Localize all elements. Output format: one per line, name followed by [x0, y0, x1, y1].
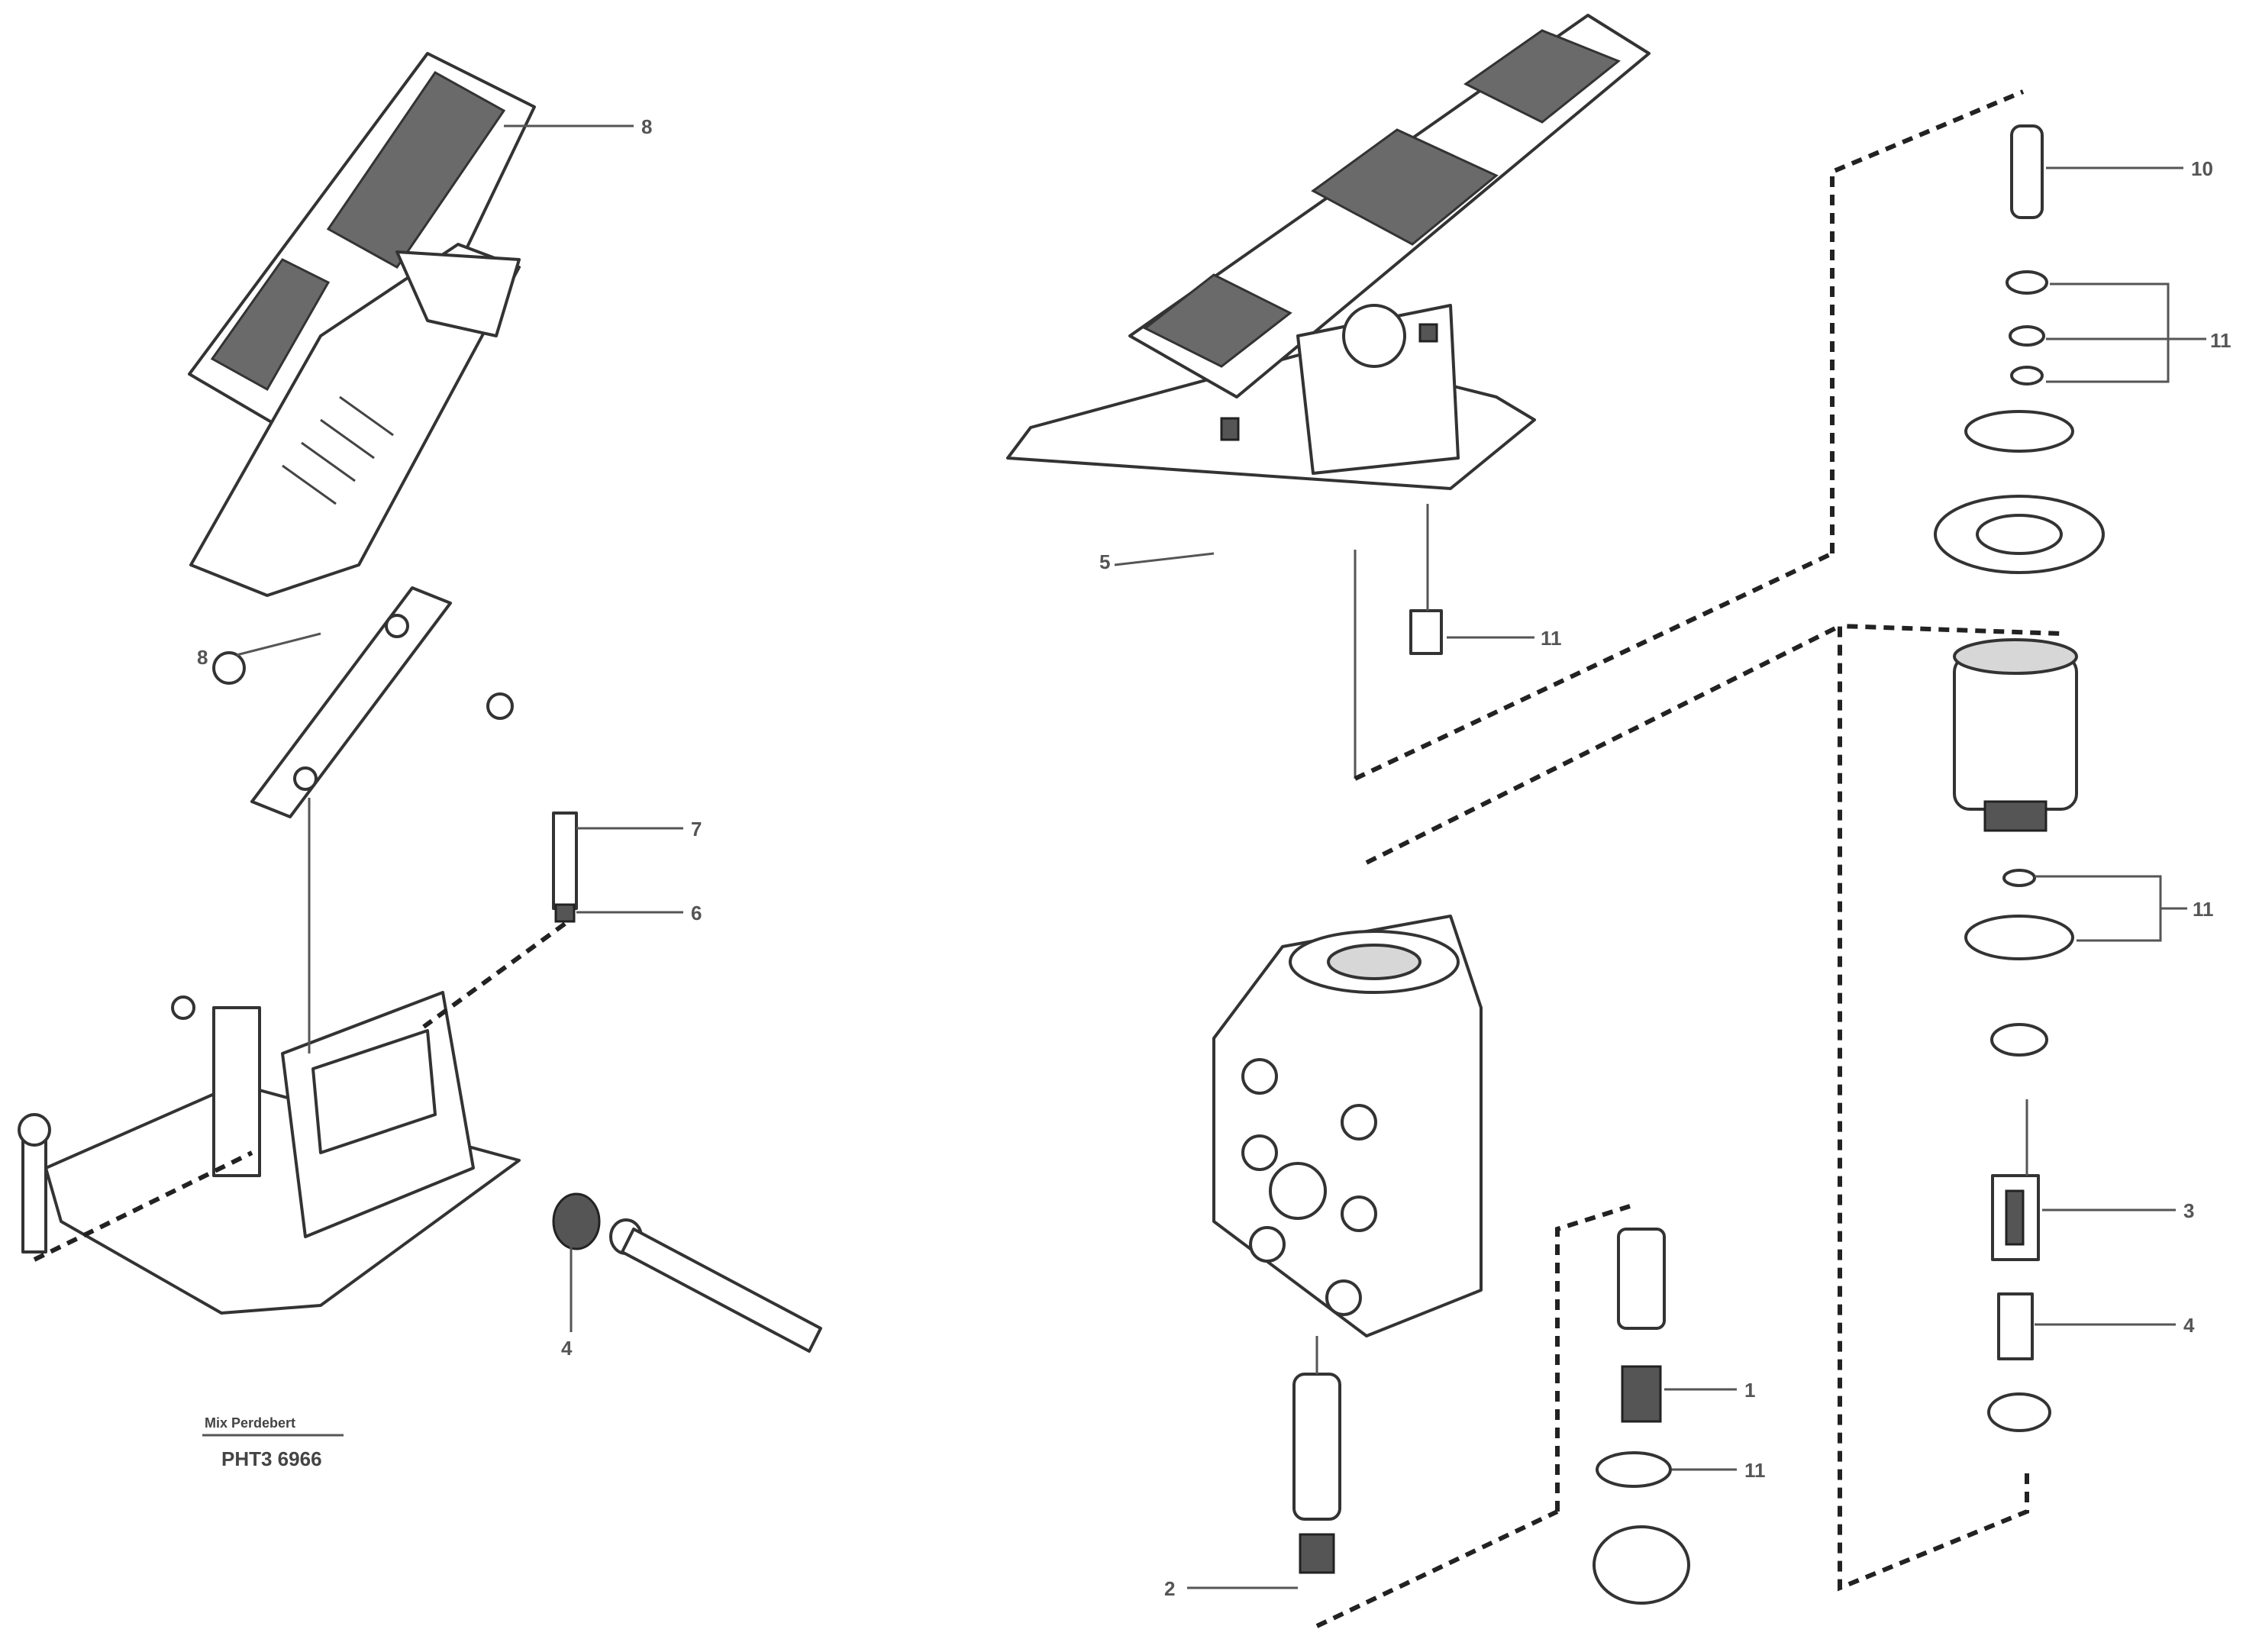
- right-pin-10: [2010, 124, 2044, 219]
- bottom-valve-block: [1212, 624, 1841, 1628]
- callout-bot-11: 11: [1744, 1459, 1766, 1482]
- left-long-bolt: [21, 1136, 47, 1254]
- left-pin-7: [552, 811, 578, 910]
- callout-mid-11: 11: [1541, 627, 1562, 650]
- left-nut-4: [552, 1192, 601, 1250]
- callout-bot-2: 2: [1164, 1577, 1175, 1600]
- callout-right-3: 3: [2183, 1199, 2194, 1222]
- callout-left-7: 7: [691, 818, 702, 841]
- left-rod: [621, 1228, 822, 1353]
- middle-bushing-11: [1409, 609, 1443, 655]
- callout-left-4: 4: [561, 1337, 573, 1360]
- callout-right-4: 4: [2183, 1314, 2195, 1337]
- bottom-part-2: [1299, 1533, 1335, 1574]
- middle-pedal-assembly: [1006, 14, 2025, 781]
- left-bolt-head: [18, 1113, 51, 1147]
- reference-code: PHT3 6966: [221, 1447, 322, 1470]
- left-small-bolt: [486, 692, 514, 720]
- callout-mid-5: 5: [1099, 550, 1110, 573]
- left-small-washer: [212, 651, 246, 685]
- reference-block: Mix Perdebert PHT3 6966: [202, 1415, 344, 1470]
- callout-right-11b: 11: [2193, 898, 2214, 921]
- left-link-arm: [250, 586, 452, 818]
- callout-right-11a: 11: [2210, 329, 2231, 352]
- left-base-bracket: [44, 991, 521, 1315]
- right-o-ring: [1964, 410, 2074, 453]
- callout-top-left: 8: [641, 115, 652, 138]
- left-nut-6: [554, 903, 576, 923]
- left-pedal-assembly: [18, 52, 822, 1353]
- callout-left-8b: 8: [197, 646, 208, 669]
- callout-bot-1: 1: [1744, 1379, 1755, 1402]
- left-small-stud: [171, 995, 195, 1020]
- callout-labels: 8 8 7 6 4 5 11 10 11 11 3 4 1 11 2: [197, 115, 2231, 1600]
- right-housing: [1953, 655, 2078, 811]
- reference-small-line: Mix Perdebert: [205, 1415, 295, 1431]
- right-part-4: [1997, 1292, 2034, 1360]
- right-valve-stack: [1838, 124, 2105, 1592]
- callout-right-10: 10: [2191, 157, 2213, 180]
- left-pedal-plate: [188, 52, 536, 597]
- callout-left-6: 6: [691, 902, 702, 924]
- bottom-valve-spool: [1292, 1373, 1341, 1521]
